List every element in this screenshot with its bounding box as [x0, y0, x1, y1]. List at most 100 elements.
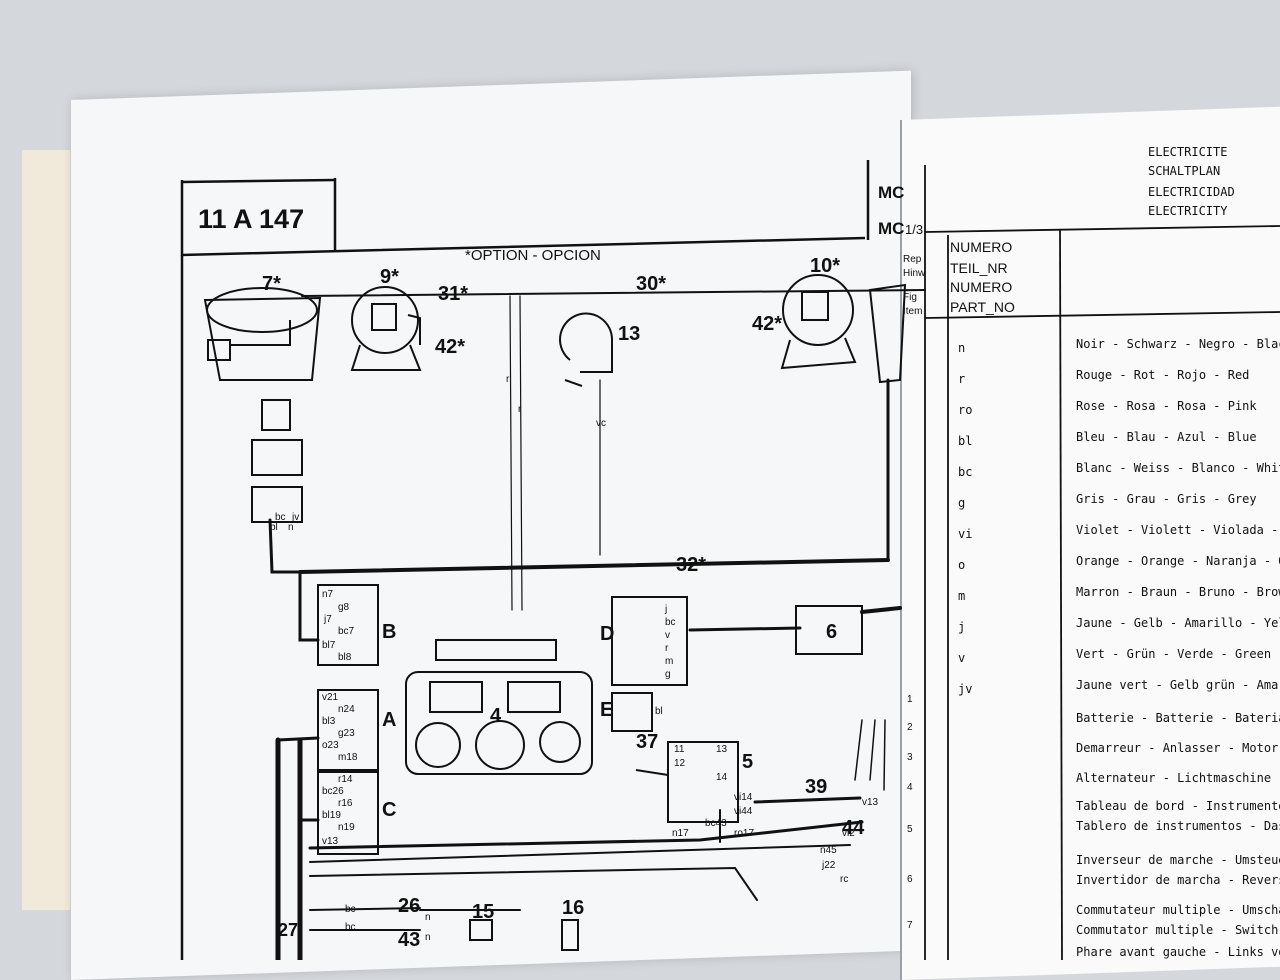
color-code-0: n [958, 341, 965, 355]
connector-blocks [317, 584, 863, 855]
section-titles: ELECTRICITE SCHALTPLAN ELECTRICIDAD ELEC… [1148, 145, 1235, 218]
misc-bc-2: bc [345, 922, 356, 933]
dashboard-4 [405, 639, 593, 775]
pin-d-2: v [665, 630, 670, 641]
switch-components [469, 769, 669, 951]
pin-5-1: 13 [716, 744, 728, 755]
numero-header: NUMERO TEIL_NR NUMERO PART_NO [950, 239, 1015, 315]
misc-jv: jv [291, 512, 299, 523]
color-desc-6: Violet - Violett - Violada - Purple [1076, 523, 1280, 537]
pin-5-4: 14 [716, 772, 728, 783]
pin-b-5: bl7 [322, 640, 336, 651]
pin-d-1: bc [665, 617, 676, 628]
connector-b-label: B [382, 621, 396, 643]
pin-5-0: 11 [674, 744, 685, 755]
pin-c-0: r14 [338, 774, 353, 785]
pin-a-3: g23 [338, 728, 355, 739]
misc-n45: n45 [820, 845, 837, 856]
pin-c-1: bc26 [322, 786, 344, 797]
color-desc-7: Orange - Orange - Naranja - Orange [1076, 554, 1280, 568]
row-number-6: 7 [907, 920, 913, 931]
part-desc-0: Batterie - Batterie - Bateria - Battery [1076, 711, 1280, 725]
color-code-4: bc [958, 465, 972, 479]
connector-d-label: D [600, 623, 614, 645]
part-desc-7: Commutateur multiple - Umschalter [1076, 903, 1280, 917]
color-desc-5: Gris - Grau - Gris - Grey [1076, 492, 1257, 506]
connector-a-label: A [382, 709, 396, 731]
label-26: 26 [398, 895, 420, 917]
pin-d-4: m [665, 656, 673, 667]
color-desc-4: Blanc - Weiss - Blanco - White [1076, 461, 1280, 475]
pin-a-0: v21 [322, 692, 339, 703]
pin-a-5: m18 [338, 752, 358, 763]
misc-bl: bl [270, 522, 278, 533]
color-code-9: j [958, 620, 965, 634]
label-7: 7* [262, 273, 281, 295]
wire-42-right: 42* [752, 313, 782, 335]
color-desc-8: Marron - Braun - Bruno - Brown [1076, 585, 1280, 599]
misc-j22: j22 [821, 860, 836, 871]
misc-r-2: r [518, 404, 522, 415]
numero-1: TEIL_NR [950, 260, 1008, 276]
label-5: 5 [742, 751, 753, 773]
title-3: ELECTRICITY [1148, 204, 1228, 218]
connector-e-label: E [600, 699, 613, 721]
label-9: 9* [380, 266, 399, 288]
color-code-8: m [958, 589, 965, 603]
label-4: 4 [490, 705, 502, 727]
connector-c-label: C [382, 799, 396, 821]
pin-a-4: o23 [322, 740, 339, 751]
pin-b-1: g8 [338, 602, 350, 613]
color-desc-2: Rose - Rosa - Rosa - Pink [1076, 399, 1257, 413]
row-number-3: 4 [907, 782, 913, 793]
part-desc-4: Tablero de instrumentos - Dashboard [1076, 819, 1280, 833]
color-desc-10: Vert - Grün - Verde - Green [1076, 647, 1271, 661]
part-desc-2: Alternateur - Lichtmaschine - Alternador [1076, 771, 1280, 785]
rep-header: Rep Hinw Fig Item [903, 254, 926, 317]
wiring-harness [268, 289, 926, 960]
misc-vi2: vi2 [842, 828, 855, 839]
color-code-11: jv [958, 682, 972, 696]
page-reference: 11 A 147 [198, 204, 304, 234]
color-desc-3: Bleu - Blau - Azul - Blue [1076, 430, 1257, 444]
part-desc-1: Demarreur - Anlasser - Motor de arranque [1076, 741, 1280, 755]
color-desc-0: Noir - Schwarz - Negro - Black [1076, 337, 1280, 351]
fog-lamp-9 [350, 286, 422, 371]
misc-bc: bc [275, 512, 286, 523]
misc-vc: vc [596, 418, 606, 429]
title-0: ELECTRICITE [1148, 145, 1227, 159]
label-16: 16 [562, 897, 584, 919]
wire-42-left: 42* [435, 336, 465, 358]
label-13: 13 [618, 323, 640, 345]
misc-bc-1: bc [345, 904, 356, 915]
label-37: 37 [636, 731, 658, 753]
rep-2: Fig [903, 292, 917, 303]
mc-label: MC [878, 183, 904, 202]
rep-3: Item [903, 306, 922, 317]
label-27: 27 [278, 920, 298, 940]
pin-c-2: r16 [338, 798, 353, 809]
row-number-4: 5 [907, 824, 913, 835]
title-1: SCHALTPLAN [1148, 164, 1220, 178]
label-44: 44 [842, 817, 865, 839]
option-text: *OPTION - OPCION [465, 247, 601, 264]
parts-list: Batterie - Batterie - Bateria - BatteryD… [1076, 711, 1280, 959]
pin-bottom-0: n17 [672, 828, 689, 839]
row-number-5: 6 [907, 874, 913, 885]
pin-bottom-2: ro17 [734, 828, 754, 839]
part-desc-5: Inverseur de marche - Umsteuer [1076, 853, 1280, 867]
numero-2: NUMERO [950, 279, 1012, 295]
color-code-5: g [958, 496, 965, 510]
label-6: 6 [826, 621, 837, 643]
pin-d-5: g [665, 669, 671, 680]
rep-1: Hinw [903, 268, 926, 279]
label-43: 43 [398, 929, 420, 951]
pin-d-0: j [664, 604, 667, 615]
pin-a-1: n24 [338, 704, 355, 715]
pin-a-2: bl3 [322, 716, 336, 727]
pin-5-5: vi14 [734, 792, 753, 803]
pin-c-6: v13 [322, 836, 339, 847]
color-desc-11: Jaune vert - Gelb grün - Amarillo verde [1076, 678, 1280, 692]
horn-13 [559, 312, 614, 387]
